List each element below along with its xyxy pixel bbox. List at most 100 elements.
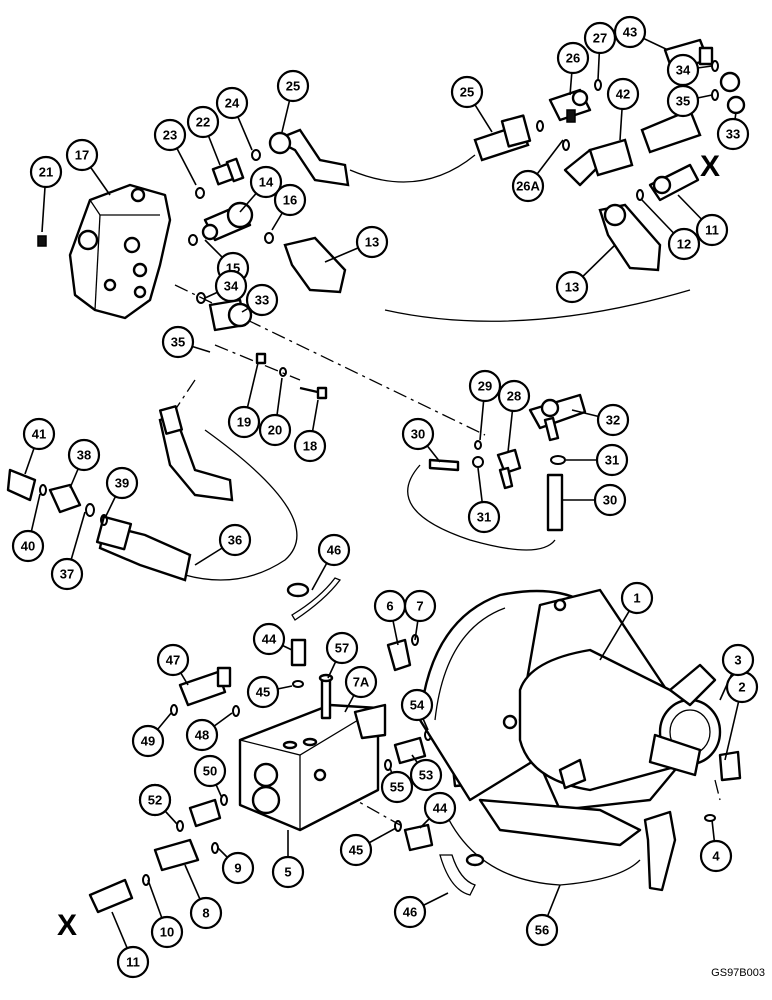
tube-30-left — [428, 458, 460, 472]
fitting-28 — [496, 448, 522, 490]
callout-57: 57 — [325, 631, 359, 679]
callout-label: 29 — [478, 379, 492, 394]
orings-middle-left — [39, 484, 108, 526]
callout-44: 44 — [252, 622, 293, 656]
callout-circle — [249, 165, 283, 199]
cross-marker-bottom: X — [57, 909, 77, 942]
callout-26: 26 — [556, 41, 590, 96]
fitting-11-bottom — [88, 878, 134, 914]
callout-43: 43 — [613, 15, 669, 51]
callout-circle — [246, 675, 280, 709]
callout-circle — [67, 438, 101, 472]
callout-circle — [214, 269, 248, 303]
tube-30-right — [546, 473, 564, 532]
callout-circle — [150, 915, 184, 949]
callout-36: 36 — [194, 523, 252, 566]
callout-label: 8 — [202, 906, 209, 921]
callout-circle — [138, 783, 172, 817]
callout-label: 13 — [365, 235, 379, 250]
callout-53: 53 — [409, 754, 443, 792]
callout-19: 19 — [227, 362, 261, 439]
callout-label: 11 — [705, 223, 719, 238]
callout-35: 35 — [666, 84, 713, 118]
callout-label: 18 — [303, 439, 317, 454]
callout-11: 11 — [677, 194, 729, 247]
tee-fitting-14 — [201, 201, 254, 242]
tee-fitting-32 — [528, 393, 587, 442]
callout-38: 38 — [67, 438, 101, 489]
fitting-44-bottom — [403, 823, 434, 852]
callout-circle — [325, 631, 359, 665]
callout-label: 30 — [411, 427, 425, 442]
callout-label: 54 — [410, 698, 425, 713]
fitting-53 — [393, 736, 427, 765]
callout-circle — [467, 500, 501, 534]
callout-circle — [409, 758, 443, 792]
callout-circle — [156, 643, 190, 677]
fitting-41 — [6, 468, 37, 502]
callout-circle — [29, 155, 63, 189]
callout-circle — [400, 688, 434, 722]
callout-46: 46 — [311, 533, 351, 591]
callout-circle — [403, 589, 437, 623]
callout-33: 33 — [241, 283, 279, 317]
callout-label: 33 — [726, 127, 740, 142]
callout-label: 11 — [126, 955, 140, 970]
callout-circle — [227, 405, 261, 439]
callout-label: 42 — [616, 87, 630, 102]
spring-6 — [386, 638, 412, 672]
callout-label: 5 — [284, 865, 291, 880]
callout-circle — [593, 483, 627, 517]
callout-label: 30 — [603, 493, 617, 508]
callout-circle — [131, 724, 165, 758]
fitting-44-top — [290, 638, 307, 667]
callout-label: 4 — [712, 849, 720, 864]
callout-35: 35 — [161, 325, 211, 359]
tee-fitting-47 — [178, 666, 232, 707]
callout-circle — [525, 913, 559, 947]
callout-circle — [258, 413, 292, 447]
callout-circle — [393, 895, 427, 929]
callout-label: 7 — [416, 599, 423, 614]
callout-label: 52 — [148, 793, 162, 808]
callout-label: 22 — [196, 115, 210, 130]
callout-9: 9 — [217, 847, 255, 885]
orings-middle-right — [472, 440, 566, 468]
callout-7a: 7A — [344, 665, 378, 713]
callout-22: 22 — [186, 105, 221, 166]
callout-label: 19 — [237, 415, 251, 430]
callout-44: 44 — [419, 791, 457, 829]
callout-label: 28 — [507, 389, 521, 404]
callout-circle — [50, 557, 84, 591]
callout-circle — [273, 183, 307, 217]
callout-label: 34 — [676, 63, 691, 78]
callout-label: 31 — [605, 453, 619, 468]
callout-27: 27 — [583, 21, 617, 81]
callout-circle — [221, 851, 255, 885]
callout-label: 35 — [171, 335, 185, 350]
pump-assembly-1 — [418, 588, 742, 847]
callout-label: 10 — [160, 925, 174, 940]
callout-circle — [380, 770, 414, 804]
bolt-18 — [299, 386, 328, 400]
callout-circle — [468, 369, 502, 403]
callout-label: 17 — [75, 148, 89, 163]
control-valve-body — [68, 183, 172, 320]
hose-36-lower — [95, 515, 192, 582]
fitting-22 — [211, 157, 245, 186]
callout-label: 14 — [259, 175, 274, 190]
callout-circle — [401, 417, 435, 451]
hose-42 — [588, 108, 702, 177]
callout-30: 30 — [562, 483, 627, 517]
callout-circle — [721, 643, 755, 677]
callout-label: 6 — [386, 599, 393, 614]
callout-47: 47 — [156, 643, 190, 686]
callout-2: 2 — [724, 670, 759, 761]
callout-label: 37 — [60, 567, 74, 582]
callout-34: 34 — [666, 53, 713, 87]
callout-label: 45 — [256, 685, 270, 700]
fitting-11-top — [648, 163, 700, 202]
callout-label: 13 — [565, 280, 579, 295]
callout-label: 49 — [141, 734, 155, 749]
